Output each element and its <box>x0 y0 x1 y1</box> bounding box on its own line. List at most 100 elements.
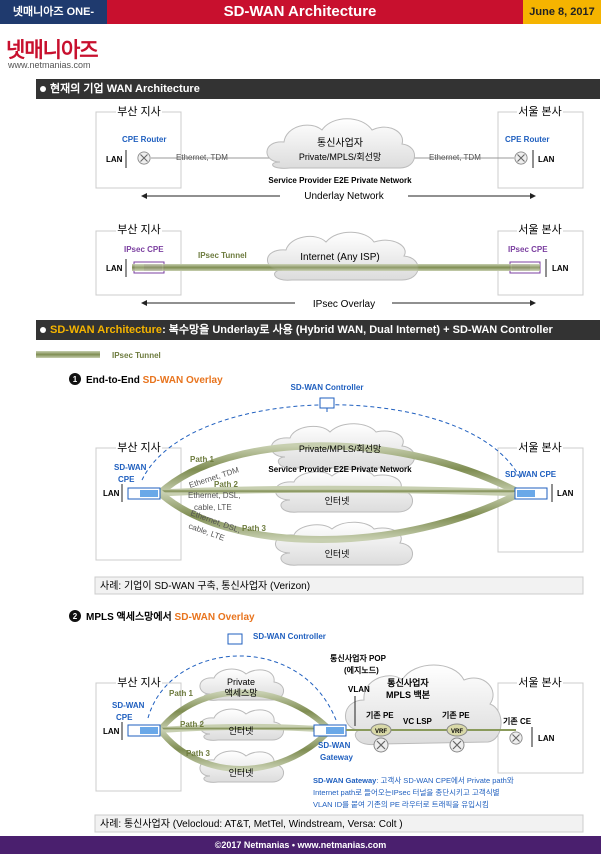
svg-text:End-to-End SD-WAN Overlay: End-to-End SD-WAN Overlay <box>86 375 223 386</box>
cpe-label: CPE <box>118 475 135 484</box>
controller-link <box>147 655 337 721</box>
page-title: SD-WAN Architecture <box>223 3 377 20</box>
vrf-right <box>446 723 468 737</box>
lan-label-right: LAN <box>552 264 569 273</box>
backbone-label: MPLS 백본 <box>386 689 430 700</box>
logo-url[interactable]: www.netmanias.com <box>8 60 91 70</box>
ipsec-overlay-label: IPsec Overlay <box>313 299 375 310</box>
pe-right-label: 기존 PE <box>442 710 470 720</box>
private-label: Private <box>227 677 255 687</box>
legend-tunnel-swatch <box>36 351 100 358</box>
bullet-icon <box>40 86 46 92</box>
s2a-diagram: 1 End-to-End SD-WAN Overlay 부산 지사 서울 본사 … <box>69 373 584 566</box>
cpe-router-label-right: CPE Router <box>505 135 549 144</box>
busan-label: 부산 지사 <box>117 105 161 118</box>
logo[interactable]: 넷매니아즈 <box>6 39 99 62</box>
sdwan-label: SD-WAN <box>114 463 147 472</box>
lan-label-left: LAN <box>103 727 120 736</box>
date-label: June 8, 2017 <box>523 0 601 24</box>
private-cloud <box>266 118 415 169</box>
path1-tunnel <box>156 442 524 497</box>
note-line1: : 고객사 SD-WAN CPE에서 Private path와 <box>376 775 513 785</box>
path2-tunnel <box>157 724 333 733</box>
pe-router-icon <box>373 737 389 753</box>
s2b-title-plain: MPLS 액세스망에서 <box>86 610 175 623</box>
path3-tunnel <box>156 489 524 543</box>
path1-tunnel <box>157 689 333 733</box>
s2b-title-accent: SD-WAN Overlay <box>175 612 255 623</box>
section2-prefix: SD-WAN Architecture <box>50 324 163 336</box>
vlan-label: VLAN <box>348 685 370 694</box>
eth-tdm-left: Ethernet, TDM <box>176 153 228 162</box>
eth-tdm-right: Ethernet, TDM <box>429 153 481 162</box>
vrf-left <box>370 723 392 737</box>
ipsec-cpe-label-left: IPsec CPE <box>124 245 164 254</box>
pe-router-icon <box>449 737 465 753</box>
mpls-backbone-cloud <box>345 664 502 746</box>
path2-tunnel <box>156 485 524 497</box>
s2a-case-box <box>94 576 584 595</box>
s1-private-row: 부산 지사 서울 본사 CPE Router CPE Router LAN Et… <box>95 104 584 202</box>
controller-icon <box>227 633 243 645</box>
vc-lsp-label: VC LSP <box>403 717 433 726</box>
brand-label: 넷매니아즈 ONE-SHOT <box>0 0 107 42</box>
lan-label-right: LAN <box>538 734 555 743</box>
bullet-icon <box>40 327 46 333</box>
note-line2: Internet path로 들어오는IPsec 터널을 종단시키고 고객식별 <box>313 787 500 797</box>
pe-left-label: 기존 PE <box>366 710 394 720</box>
s2a-controller-label: SD-WAN Controller <box>291 383 364 392</box>
cable-lte-label: cable, LTE <box>194 503 232 512</box>
header-bar: 넷매니아즈 ONE-SHOT SD-WAN Architecture June … <box>0 0 601 42</box>
access-label: 액세스망 <box>224 687 257 698</box>
seoul-label: 서울 본사 <box>518 223 562 236</box>
note-line3: VLAN ID를 붙여 기존의 PE 라우터로 트래픽을 유입시킴 <box>313 799 489 809</box>
note-title: SD-WAN Gateway <box>313 776 377 785</box>
section2-text: : 복수망을 Underlay로 사용 (Hybrid WAN, Dual In… <box>162 324 553 336</box>
path3-tunnel <box>157 727 333 772</box>
seoul-label: 서울 본사 <box>518 105 562 118</box>
carrier-label: 통신사업자 <box>387 677 429 688</box>
internet-isp-label: Internet (Any ISP) <box>300 252 379 263</box>
cpe-router-icon <box>514 151 528 165</box>
svg-text:MPLS 액세스망에서 SD-WAN Overlay: MPLS 액세스망에서 SD-WAN Overlay <box>86 610 255 623</box>
carrier-label: 통신사업자 <box>317 136 363 149</box>
legend-tunnel-label: IPsec Tunnel <box>112 351 161 360</box>
cpe-router-label-left: CPE Router <box>122 135 166 144</box>
s2a-case: 사례: 기업이 SD-WAN 구축, 통신사업자 (Verizon) <box>100 579 310 592</box>
s2b-controller-label: SD-WAN Controller <box>253 632 326 641</box>
busan-label: 부산 지사 <box>117 676 161 689</box>
s2a-num: 1 <box>73 375 78 384</box>
svg-text:SD-WAN Gateway: 고객사 SD-WAN CPE: SD-WAN Gateway: 고객사 SD-WAN CPE에서 Private… <box>313 775 514 785</box>
internet-label: 인터넷 <box>229 726 254 736</box>
sp-e2e-label: Service Provider E2E Private Network <box>268 465 412 474</box>
lan-label-right: LAN <box>538 155 555 164</box>
gateway-label-2: Gateway <box>320 753 353 762</box>
s2b-case-box <box>94 814 584 833</box>
path1-label: Path 1 <box>169 689 194 698</box>
section2-header: SD-WAN Architecture: 복수망을 Underlay로 사용 (… <box>36 320 600 340</box>
pop-label: 통신사업자 POP <box>330 653 387 663</box>
ce-label: 기존 CE <box>503 716 532 726</box>
seoul-box <box>497 682 584 774</box>
s2b-case: 사례: 통신사업자 (Velocloud: AT&T, MetTel, Wind… <box>100 817 403 830</box>
path2-label: Path 2 <box>180 720 205 729</box>
private-line-label: Private/MPLS/회선망 <box>299 152 381 162</box>
vrf-right-label: VRF <box>451 729 463 735</box>
s2b-diagram: 2 MPLS 액세스망에서 SD-WAN Overlay 부산 지사 서울 본사… <box>69 610 584 809</box>
busan-box <box>95 111 182 189</box>
sp-e2e-label: Service Provider E2E Private Network <box>268 176 412 185</box>
sdwan-label: SD-WAN <box>112 701 145 710</box>
vrf-left-label: VRF <box>375 729 387 735</box>
path1-label: Path 1 <box>190 455 215 464</box>
s1-ipsec-row: 부산 지사 서울 본사 IPsec CPE IPsec CPE IPsec Tu… <box>95 222 584 310</box>
edge-label: (에지노드) <box>344 665 379 675</box>
path3-label: Path 3 <box>186 749 211 758</box>
cpe-router-icon <box>137 151 151 165</box>
lan-label-right: LAN <box>557 489 574 498</box>
path3-label: Path 3 <box>242 524 267 533</box>
sdwan-cpe-label-right: SD-WAN CPE <box>505 470 557 479</box>
lan-label-left: LAN <box>106 264 123 273</box>
underlay-label: Underlay Network <box>304 191 384 202</box>
busan-label: 부산 지사 <box>117 441 161 454</box>
